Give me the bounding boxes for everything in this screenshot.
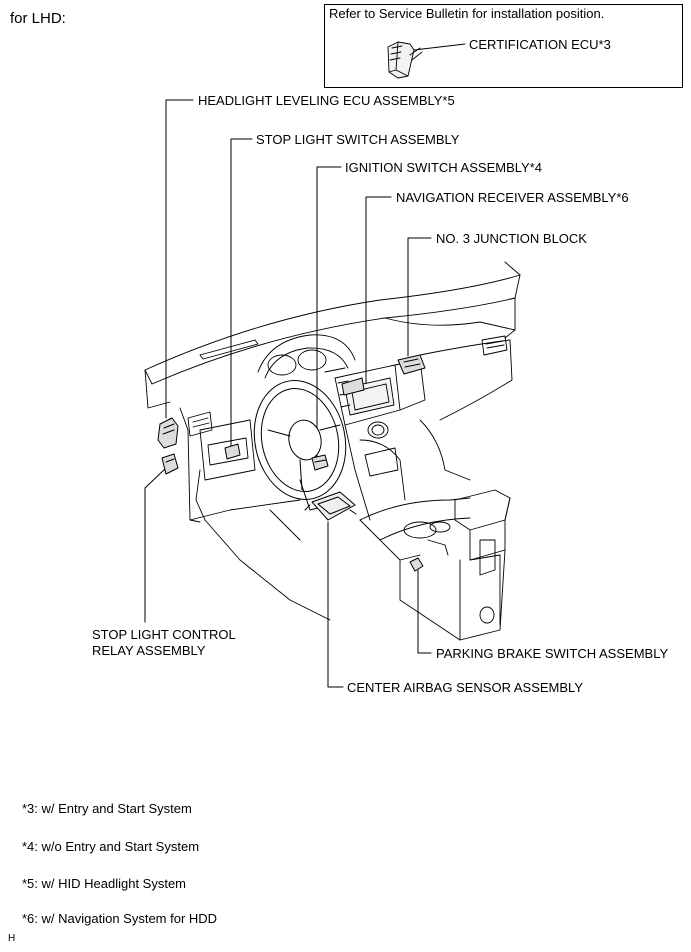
stop-light-relay-part — [161, 453, 179, 475]
dashboard-outline — [144, 261, 521, 523]
leader-ignition-switch — [316, 166, 342, 461]
center-airbag-label: CENTER AIRBAG SENSOR ASSEMBLY — [347, 680, 583, 695]
ignition-switch-part — [311, 454, 329, 471]
leader-headlight-leveling — [165, 99, 194, 419]
navigation-receiver-part — [341, 377, 365, 396]
inset-box — [324, 4, 683, 88]
ignition-switch-label: IGNITION SWITCH ASSEMBLY*4 — [345, 160, 542, 175]
instrument-cluster — [257, 334, 356, 379]
stop-light-switch-label: STOP LIGHT SWITCH ASSEMBLY — [256, 132, 460, 147]
parking-brake-label: PARKING BRAKE SWITCH ASSEMBLY — [436, 646, 669, 661]
leader-junction-block — [407, 237, 432, 357]
inset-note: Refer to Service Bulletin for installati… — [329, 6, 605, 21]
headlight-leveling-label: HEADLIGHT LEVELING ECU ASSEMBLY*5 — [198, 93, 455, 108]
diagram-header: for LHD: — [10, 10, 66, 27]
leader-stop-light-switch — [230, 138, 253, 449]
parking-brake-switch-part — [409, 557, 424, 572]
center-airbag-sensor-part — [304, 491, 357, 521]
headlight-leveling-ecu-part — [157, 417, 179, 449]
junction-block-part — [397, 354, 426, 375]
center-console — [204, 419, 511, 641]
steering-wheel — [253, 380, 347, 511]
footnote-3: *3: w/ Entry and Start System — [22, 801, 192, 816]
navigation-receiver-label: NAVIGATION RECEIVER ASSEMBLY*6 — [396, 190, 629, 205]
certification-ecu-icon — [387, 41, 466, 79]
junction-block-label: NO. 3 JUNCTION BLOCK — [436, 231, 587, 246]
certification-ecu-label: CERTIFICATION ECU*3 — [469, 37, 611, 52]
leader-center-airbag — [327, 521, 344, 688]
stop-light-relay-label-line2: RELAY ASSEMBLY — [92, 643, 206, 658]
stop-light-switch-part — [224, 443, 241, 460]
leader-stop-light-relay — [144, 467, 167, 623]
leader-navigation-receiver — [365, 196, 392, 389]
leader-parking-brake — [417, 569, 432, 654]
footnote-5: *5: w/ HID Headlight System — [22, 876, 187, 891]
footnote-6: *6: w/ Navigation System for HDD — [22, 911, 218, 926]
leader-lines — [144, 99, 432, 688]
stop-light-relay-label-line1: STOP LIGHT CONTROL — [92, 627, 236, 642]
corner-mark: H — [8, 933, 16, 944]
footnote-4: *4: w/o Entry and Start System — [22, 839, 200, 854]
